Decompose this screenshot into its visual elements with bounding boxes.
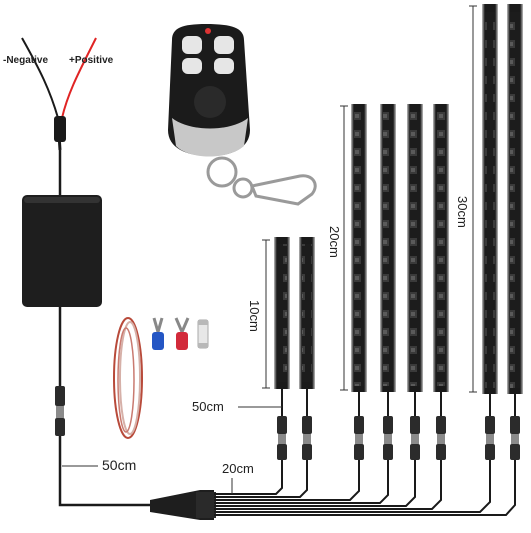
wire-coil-icon	[114, 318, 142, 438]
remote-control-icon	[168, 24, 250, 157]
spade-terminal-icon	[152, 318, 164, 350]
connectors	[277, 416, 520, 460]
keyring-icon	[208, 158, 315, 204]
led-strip-30cm-1	[482, 4, 498, 394]
spade-terminal-icon	[176, 318, 188, 350]
controller-box-icon	[22, 195, 102, 307]
lead-20cm-label: 20cm	[222, 461, 254, 476]
dim-10cm	[262, 240, 270, 388]
lead-50cm-top-label: 50cm	[192, 399, 224, 414]
strip-20cm-label: 20cm	[327, 226, 342, 258]
led-strip-10cm-1	[274, 237, 290, 389]
harness-wires	[214, 460, 515, 515]
led-strip-30cm-2	[507, 4, 523, 394]
led-strip-10cm-2	[299, 237, 315, 389]
led-strip-20cm-3	[407, 104, 423, 392]
lead-50cm-main-label: 50cm	[102, 457, 136, 473]
connector-main-top	[55, 386, 65, 406]
led-strip-20cm-2	[380, 104, 396, 392]
fuse-icon	[198, 320, 208, 348]
positive-label: +Positive	[69, 55, 114, 66]
negative-label: -Negative	[3, 55, 48, 66]
led-strip-20cm-4	[433, 104, 449, 392]
splitter-hub	[150, 490, 216, 520]
strip-leads	[282, 389, 515, 420]
led-strip-20cm-1	[351, 104, 367, 392]
strip-30cm-label: 30cm	[455, 196, 470, 228]
strip-10cm-label: 10cm	[247, 300, 262, 332]
